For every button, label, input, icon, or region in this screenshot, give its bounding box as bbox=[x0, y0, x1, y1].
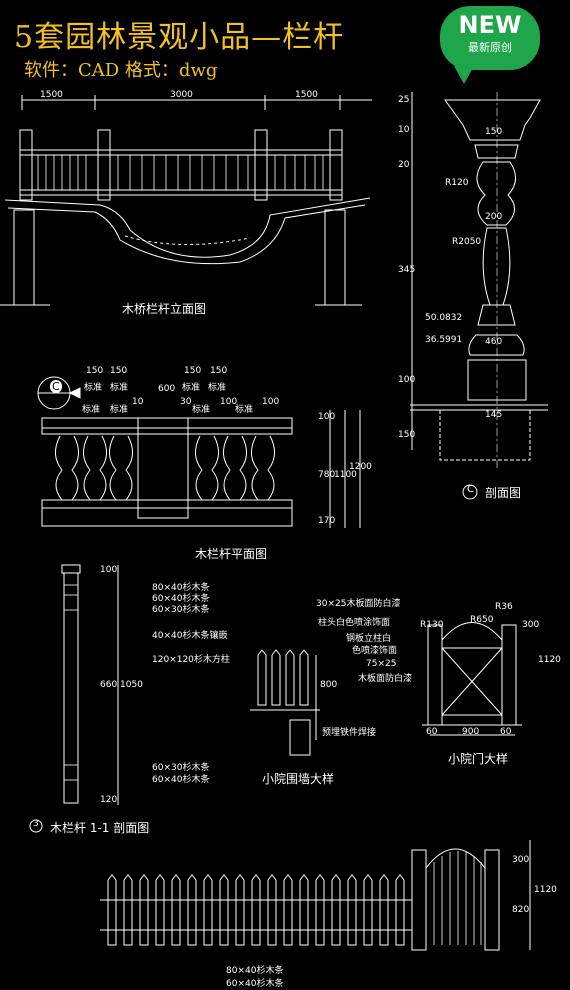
col-dim-0: 25 bbox=[398, 95, 410, 105]
s11-note-5: 60×30杉木条 bbox=[152, 763, 210, 773]
fence-caption: 小院围墙大样 bbox=[262, 772, 335, 786]
bot-note-0: 80×40杉木条 bbox=[226, 966, 284, 976]
col-label-150: 150 bbox=[485, 127, 503, 137]
gate-bdim-0: 60 bbox=[426, 727, 438, 737]
bal-note-2: 标准 bbox=[82, 405, 101, 415]
bal-rdim-0: 100 bbox=[318, 412, 336, 422]
col-dim-18: 150 bbox=[398, 430, 416, 440]
badge-sub-label: 最新原创 bbox=[468, 41, 512, 54]
gate-bdim-2: 60 bbox=[500, 727, 512, 737]
bal-ndim-3: 100 bbox=[262, 397, 280, 407]
balusters bbox=[55, 435, 275, 501]
gate-note-2: 钢板立柱白 bbox=[346, 634, 392, 644]
badge-tail bbox=[454, 66, 474, 84]
gate-caption: 小院门大样 bbox=[448, 752, 509, 766]
bal-note-7: 标准 bbox=[235, 405, 254, 415]
gate-rdim-0: 300 bbox=[522, 620, 540, 630]
gate-note-5: 木板面防白漆 bbox=[358, 674, 413, 684]
gate-note-3: 色喷漆饰面 bbox=[352, 646, 398, 656]
s11-dim-4: 660 bbox=[100, 680, 118, 690]
bridge-dim-2: 3000 bbox=[170, 90, 193, 100]
bot-dim-0: 300 bbox=[512, 855, 530, 865]
column-section bbox=[410, 92, 548, 500]
col-label-50: 50.0832 bbox=[425, 313, 463, 323]
s11-note-1: 60×40杉木条 bbox=[152, 594, 210, 604]
col-label-r2050: R2050 bbox=[452, 237, 482, 247]
bridge-dim-3: 1500 bbox=[295, 90, 318, 100]
gate-arc-2: R36 bbox=[495, 602, 513, 612]
fence-dim: 800 bbox=[320, 680, 338, 690]
gate-arc-0: R130 bbox=[420, 620, 444, 630]
col-label-460: 460 bbox=[485, 337, 503, 347]
bal-rdim-3: 1200 bbox=[349, 462, 372, 472]
col-caption: 剖面图 bbox=[485, 486, 522, 500]
bridge-elevation bbox=[0, 95, 372, 306]
bal-caption: 木栏杆平面图 bbox=[195, 547, 268, 561]
bot-dim-2: 1120 bbox=[534, 885, 557, 895]
col-dim-7: 20 bbox=[398, 160, 410, 170]
bal-ndim-1: 30 bbox=[180, 397, 192, 407]
bal-ndim-2: 100 bbox=[220, 397, 238, 407]
bal-dim-1: 150 bbox=[110, 366, 128, 376]
gate-note-0: 30×25木板面防白漆 bbox=[316, 599, 401, 609]
col-label-145: 145 bbox=[485, 410, 503, 420]
new-badge: NEW 最新原创 bbox=[440, 6, 540, 84]
col-label-36: 36.5991 bbox=[425, 335, 463, 345]
badge-new-label: NEW bbox=[458, 11, 522, 39]
col-marker: C bbox=[467, 484, 474, 495]
s11-caption: 木栏杆 1-1 剖面图 bbox=[50, 821, 150, 835]
col-dim-16: 100 bbox=[398, 375, 416, 385]
col-dim-4: 10 bbox=[398, 125, 410, 135]
bridge-caption: 木桥栏杆立面图 bbox=[122, 302, 207, 316]
s11-dim-8: 120 bbox=[100, 795, 118, 805]
bal-note-1: 标准 bbox=[110, 383, 129, 393]
garden-gate bbox=[422, 622, 522, 736]
bal-rdim-2: 1100 bbox=[334, 470, 357, 480]
bal-note-3: 标准 bbox=[110, 405, 129, 415]
s11-note-3: 40×40杉木条镶嵌 bbox=[152, 631, 228, 641]
col-label-200: 200 bbox=[485, 212, 503, 222]
bal-note-4: 标准 bbox=[182, 383, 201, 393]
bot-note-1: 60×40杉木条 bbox=[226, 979, 284, 989]
bal-note-0: 标准 bbox=[84, 383, 103, 393]
gate-note-1: 柱头白色喷涂饰面 bbox=[318, 618, 391, 628]
col-dim-12: 345 bbox=[398, 265, 416, 275]
gate-arc-1: R650 bbox=[470, 615, 494, 625]
col-label-r120: R120 bbox=[445, 178, 469, 188]
bal-dim-4: 150 bbox=[210, 366, 228, 376]
s11-note-6: 60×40杉木条 bbox=[152, 775, 210, 785]
s11-marker: 3 bbox=[33, 819, 39, 829]
section-1-1 bbox=[29, 564, 119, 833]
bal-dim-2: 600 bbox=[158, 384, 176, 394]
balustrade-elevation bbox=[37, 376, 361, 528]
bal-dim-0: 150 bbox=[86, 366, 104, 376]
bal-note-5: 标准 bbox=[208, 383, 227, 393]
gate-note-4: 75×25 bbox=[366, 659, 397, 669]
bot-dim-1: 820 bbox=[512, 905, 530, 915]
bal-marker: C bbox=[50, 380, 62, 393]
bal-rdim-1: 780 bbox=[318, 470, 336, 480]
bottom-fence bbox=[100, 840, 531, 951]
gate-bdim-1: 900 bbox=[462, 727, 480, 737]
gate-rdim-1: 1120 bbox=[538, 655, 561, 665]
s11-dim-0: 100 bbox=[100, 565, 118, 575]
bridge-dim-1: 1500 bbox=[40, 90, 63, 100]
fence-note: 预埋铁件焊接 bbox=[322, 728, 377, 738]
s11-dim-5: 1050 bbox=[120, 680, 143, 690]
bal-dim-3: 150 bbox=[184, 366, 202, 376]
bal-ndim-0: 10 bbox=[132, 397, 144, 407]
page-title: 5套园林景观小品—栏杆 bbox=[14, 20, 345, 55]
small-fence bbox=[250, 649, 320, 756]
s11-note-4: 120×120杉木方柱 bbox=[152, 655, 230, 665]
s11-note-0: 80×40杉木条 bbox=[152, 583, 210, 593]
page-subtitle: 软件：CAD 格式：dwg bbox=[24, 60, 218, 81]
bal-rdim-4: 170 bbox=[318, 516, 336, 526]
bal-note-6: 标准 bbox=[192, 405, 211, 415]
s11-note-2: 60×30杉木条 bbox=[152, 605, 210, 615]
